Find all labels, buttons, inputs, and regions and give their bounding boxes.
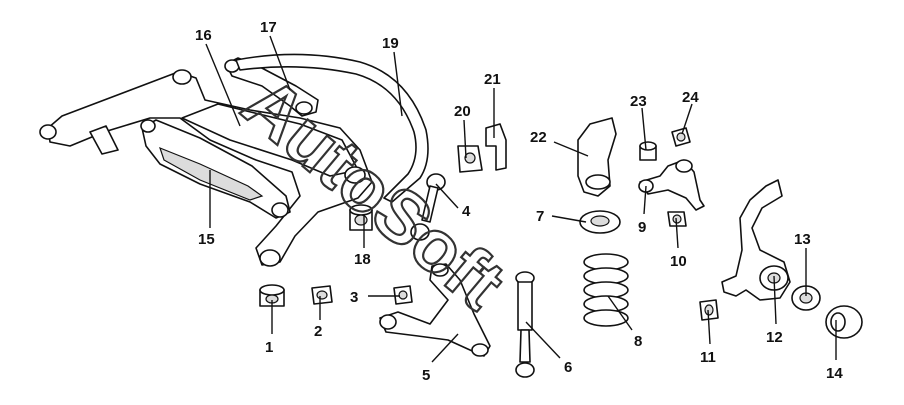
callout-3: 3 <box>350 289 358 306</box>
callout-8: 8 <box>634 333 642 350</box>
callout-5: 5 <box>422 367 430 384</box>
part-8-coil-spring <box>583 253 629 327</box>
part-23-bush <box>639 141 657 161</box>
part-14-wheel-hub <box>825 305 863 339</box>
part-22-spring-seat <box>577 117 617 197</box>
part-9-upper-arm <box>638 159 705 211</box>
callout-14: 14 <box>826 365 843 382</box>
callout-15: 15 <box>198 231 215 248</box>
part-24-bush <box>671 127 691 147</box>
leader-6 <box>525 321 561 359</box>
callout-17: 17 <box>260 19 277 36</box>
leader-9 <box>643 185 647 215</box>
part-3-bush <box>393 285 413 305</box>
part-18-bush <box>349 204 373 231</box>
callout-23: 23 <box>630 93 647 110</box>
callout-12: 12 <box>766 329 783 346</box>
callout-16: 16 <box>195 27 212 44</box>
part-4-stabilizer-link <box>410 173 446 241</box>
leader-12 <box>773 275 777 325</box>
leader-24 <box>681 103 693 135</box>
leader-7 <box>551 215 587 223</box>
callout-13: 13 <box>794 231 811 248</box>
leader-5 <box>431 333 459 363</box>
callout-labels: 1 2 3 4 5 6 7 8 9 10 11 12 13 14 15 16 1… <box>195 19 843 384</box>
callout-10: 10 <box>670 253 687 270</box>
leader-22 <box>553 141 589 157</box>
part-12-wheel-carrier <box>721 179 791 301</box>
part-16-rear-subframe <box>39 69 373 267</box>
part-11-bush <box>699 299 719 321</box>
callout-9: 9 <box>638 219 646 236</box>
part-5-lower-arm <box>379 263 491 357</box>
leader-lines <box>205 35 837 363</box>
part-21-bracket <box>485 123 507 171</box>
callout-7: 7 <box>536 208 544 225</box>
part-19-stabilizer-bar <box>235 53 429 203</box>
part-20-stabilizer-bush <box>457 145 483 173</box>
callout-22: 22 <box>530 129 547 146</box>
callout-11: 11 <box>700 349 716 366</box>
leader-4 <box>435 183 459 209</box>
leader-10 <box>675 217 679 249</box>
leader-19 <box>393 51 403 117</box>
callout-19: 19 <box>382 35 399 52</box>
callout-18: 18 <box>354 251 371 268</box>
part-2-bush <box>311 285 333 305</box>
callout-20: 20 <box>454 103 471 120</box>
part-7-ring <box>579 210 621 234</box>
leader-8 <box>607 295 633 331</box>
callout-24: 24 <box>682 89 699 106</box>
part-13-bearing <box>791 285 821 311</box>
callout-21: 21 <box>484 71 501 88</box>
callout-4: 4 <box>462 203 471 220</box>
callout-2: 2 <box>314 323 322 340</box>
leader-11 <box>707 309 711 345</box>
part-6-shock-absorber <box>515 271 535 378</box>
leader-17 <box>269 35 291 91</box>
part-1-bush <box>259 284 285 307</box>
callout-1: 1 <box>265 339 273 356</box>
leader-20 <box>463 119 467 159</box>
leader-23 <box>641 107 647 151</box>
leader-16 <box>205 43 241 127</box>
callout-6: 6 <box>564 359 572 376</box>
part-15-lower-link-arm <box>140 119 291 219</box>
